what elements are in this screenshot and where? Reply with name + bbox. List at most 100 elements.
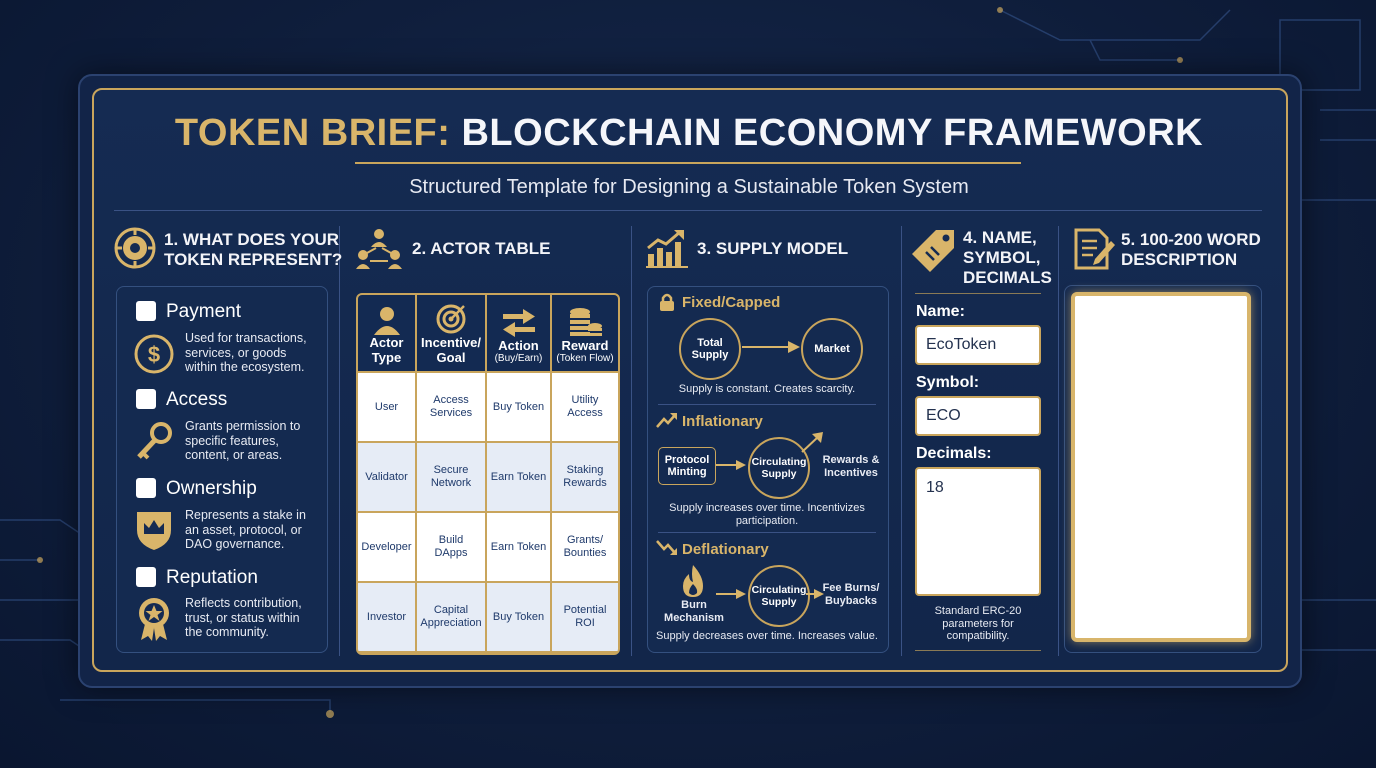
key-icon — [137, 422, 172, 460]
arrow-right-icon — [742, 341, 800, 353]
erc20-note: Standard ERC-20 parameters for compatibi… — [934, 605, 1022, 642]
token-purpose-panel — [116, 286, 328, 653]
target-icon — [436, 304, 466, 334]
market-circle: Market — [801, 318, 863, 380]
page-title: TOKEN BRIEF: BLOCKCHAIN ECONOMY FRAMEWOR… — [92, 112, 1286, 155]
lock-icon — [660, 293, 674, 311]
table-cell: User — [358, 373, 415, 441]
symbol-label: Symbol: — [916, 374, 980, 391]
supply-divider — [658, 404, 876, 405]
table-cell: Investor — [358, 583, 415, 651]
flame-icon — [683, 565, 703, 597]
header-action: Action (Buy/Earn) — [487, 295, 550, 371]
section-5-title: 5. 100-200 WORD DESCRIPTION — [1121, 230, 1261, 269]
trend-up-icon — [656, 413, 677, 428]
coin-icon: $ — [134, 334, 174, 374]
access-description: Grants permission to specific features, … — [185, 419, 301, 462]
title-part-2: BLOCKCHAIN ECONOMY FRAMEWORK — [461, 112, 1204, 154]
ownership-label: Ownership — [166, 478, 257, 499]
table-cell: Earn Token — [487, 513, 550, 581]
crown-shield-icon — [137, 512, 171, 550]
payment-label: Payment — [166, 301, 241, 322]
title-underline — [355, 162, 1021, 164]
access-label: Access — [166, 389, 228, 410]
column-divider — [339, 226, 340, 656]
section-2-title: 2. ACTOR TABLE — [412, 239, 551, 258]
column-divider — [901, 226, 902, 656]
price-tag-icon — [912, 230, 954, 272]
fee-burns-buybacks-label: Fee Burns/ Buybacks — [822, 582, 880, 607]
table-cell: Buy Token — [487, 373, 550, 441]
header-incentive-goal: Incentive/ Goal — [417, 295, 485, 371]
ownership-description: Represents a stake in an asset, protocol… — [185, 508, 306, 551]
deflationary-heading: Deflationary — [682, 541, 769, 558]
user-icon — [373, 307, 400, 335]
inflationary-caption: Supply increases over time. Incentivizes… — [669, 502, 865, 527]
table-cell: Developer — [358, 513, 415, 581]
column-divider — [1058, 226, 1059, 656]
network-people-icon — [356, 229, 402, 269]
decimals-label: Decimals: — [916, 445, 992, 462]
medal-icon — [139, 598, 169, 641]
column-divider — [631, 226, 632, 656]
inflationary-heading: Inflationary — [682, 413, 763, 430]
svg-text:$: $ — [148, 342, 160, 367]
name-label: Name: — [916, 303, 965, 320]
deflationary-caption: Supply decreases over time. Increases va… — [656, 630, 878, 642]
section-3-title: 3. SUPPLY MODEL — [697, 239, 849, 258]
table-cell: Earn Token — [487, 443, 550, 511]
payment-description: Used for transactions, services, or good… — [185, 331, 307, 374]
header-divider — [114, 210, 1262, 211]
section-4-divider — [915, 650, 1041, 651]
trend-down-icon — [656, 540, 677, 555]
token-coin-icon — [114, 227, 156, 269]
header-reward: Reward (Token Flow) — [552, 295, 618, 371]
reputation-description: Reflects contribution, trust, or status … — [185, 596, 302, 639]
page-subtitle: Structured Template for Designing a Sust… — [409, 176, 969, 198]
payment-checkbox[interactable] — [136, 301, 156, 321]
table-cell: Grants/Bounties — [552, 513, 618, 581]
swap-arrows-icon — [502, 309, 535, 337]
decimals-field[interactable]: 18 — [915, 467, 1041, 596]
supply-divider — [658, 532, 876, 533]
rewards-incentives-label: Rewards & Incentives — [822, 454, 880, 479]
name-field[interactable]: EcoToken — [915, 325, 1041, 365]
reputation-checkbox[interactable] — [136, 567, 156, 587]
fixed-caption: Supply is constant. Creates scarcity. — [678, 383, 856, 395]
section-4-divider — [915, 293, 1041, 294]
reputation-label: Reputation — [166, 567, 258, 588]
section-4-title: 4. NAME, SYMBOL, DECIMALS — [963, 228, 1052, 287]
arrow-right-icon — [716, 460, 746, 470]
coin-stack-icon — [570, 308, 602, 336]
fixed-capped-heading: Fixed/Capped — [682, 294, 781, 311]
ownership-checkbox[interactable] — [136, 478, 156, 498]
header-actor-type: Actor Type — [358, 295, 415, 371]
bar-chart-growth-icon — [646, 230, 688, 268]
arrow-up-right-icon — [801, 432, 823, 453]
table-cell: Validator — [358, 443, 415, 511]
table-cell: Buy Token — [487, 583, 550, 651]
description-textarea[interactable] — [1071, 292, 1251, 642]
burn-mechanism-label: Burn Mechanism — [664, 599, 724, 624]
arrow-right-icon — [806, 589, 824, 599]
symbol-field[interactable]: ECO — [915, 396, 1041, 436]
description-panel — [1064, 285, 1262, 653]
actor-table: Actor Type Incentive/ Goal Action (Buy/E… — [356, 293, 620, 655]
access-checkbox[interactable] — [136, 389, 156, 409]
arrow-right-icon — [716, 589, 746, 599]
section-1-title: 1. WHAT DOES YOUR TOKEN REPRESENT? — [164, 230, 343, 269]
title-part-1: TOKEN BRIEF: — [174, 112, 451, 154]
document-edit-icon — [1074, 228, 1115, 270]
